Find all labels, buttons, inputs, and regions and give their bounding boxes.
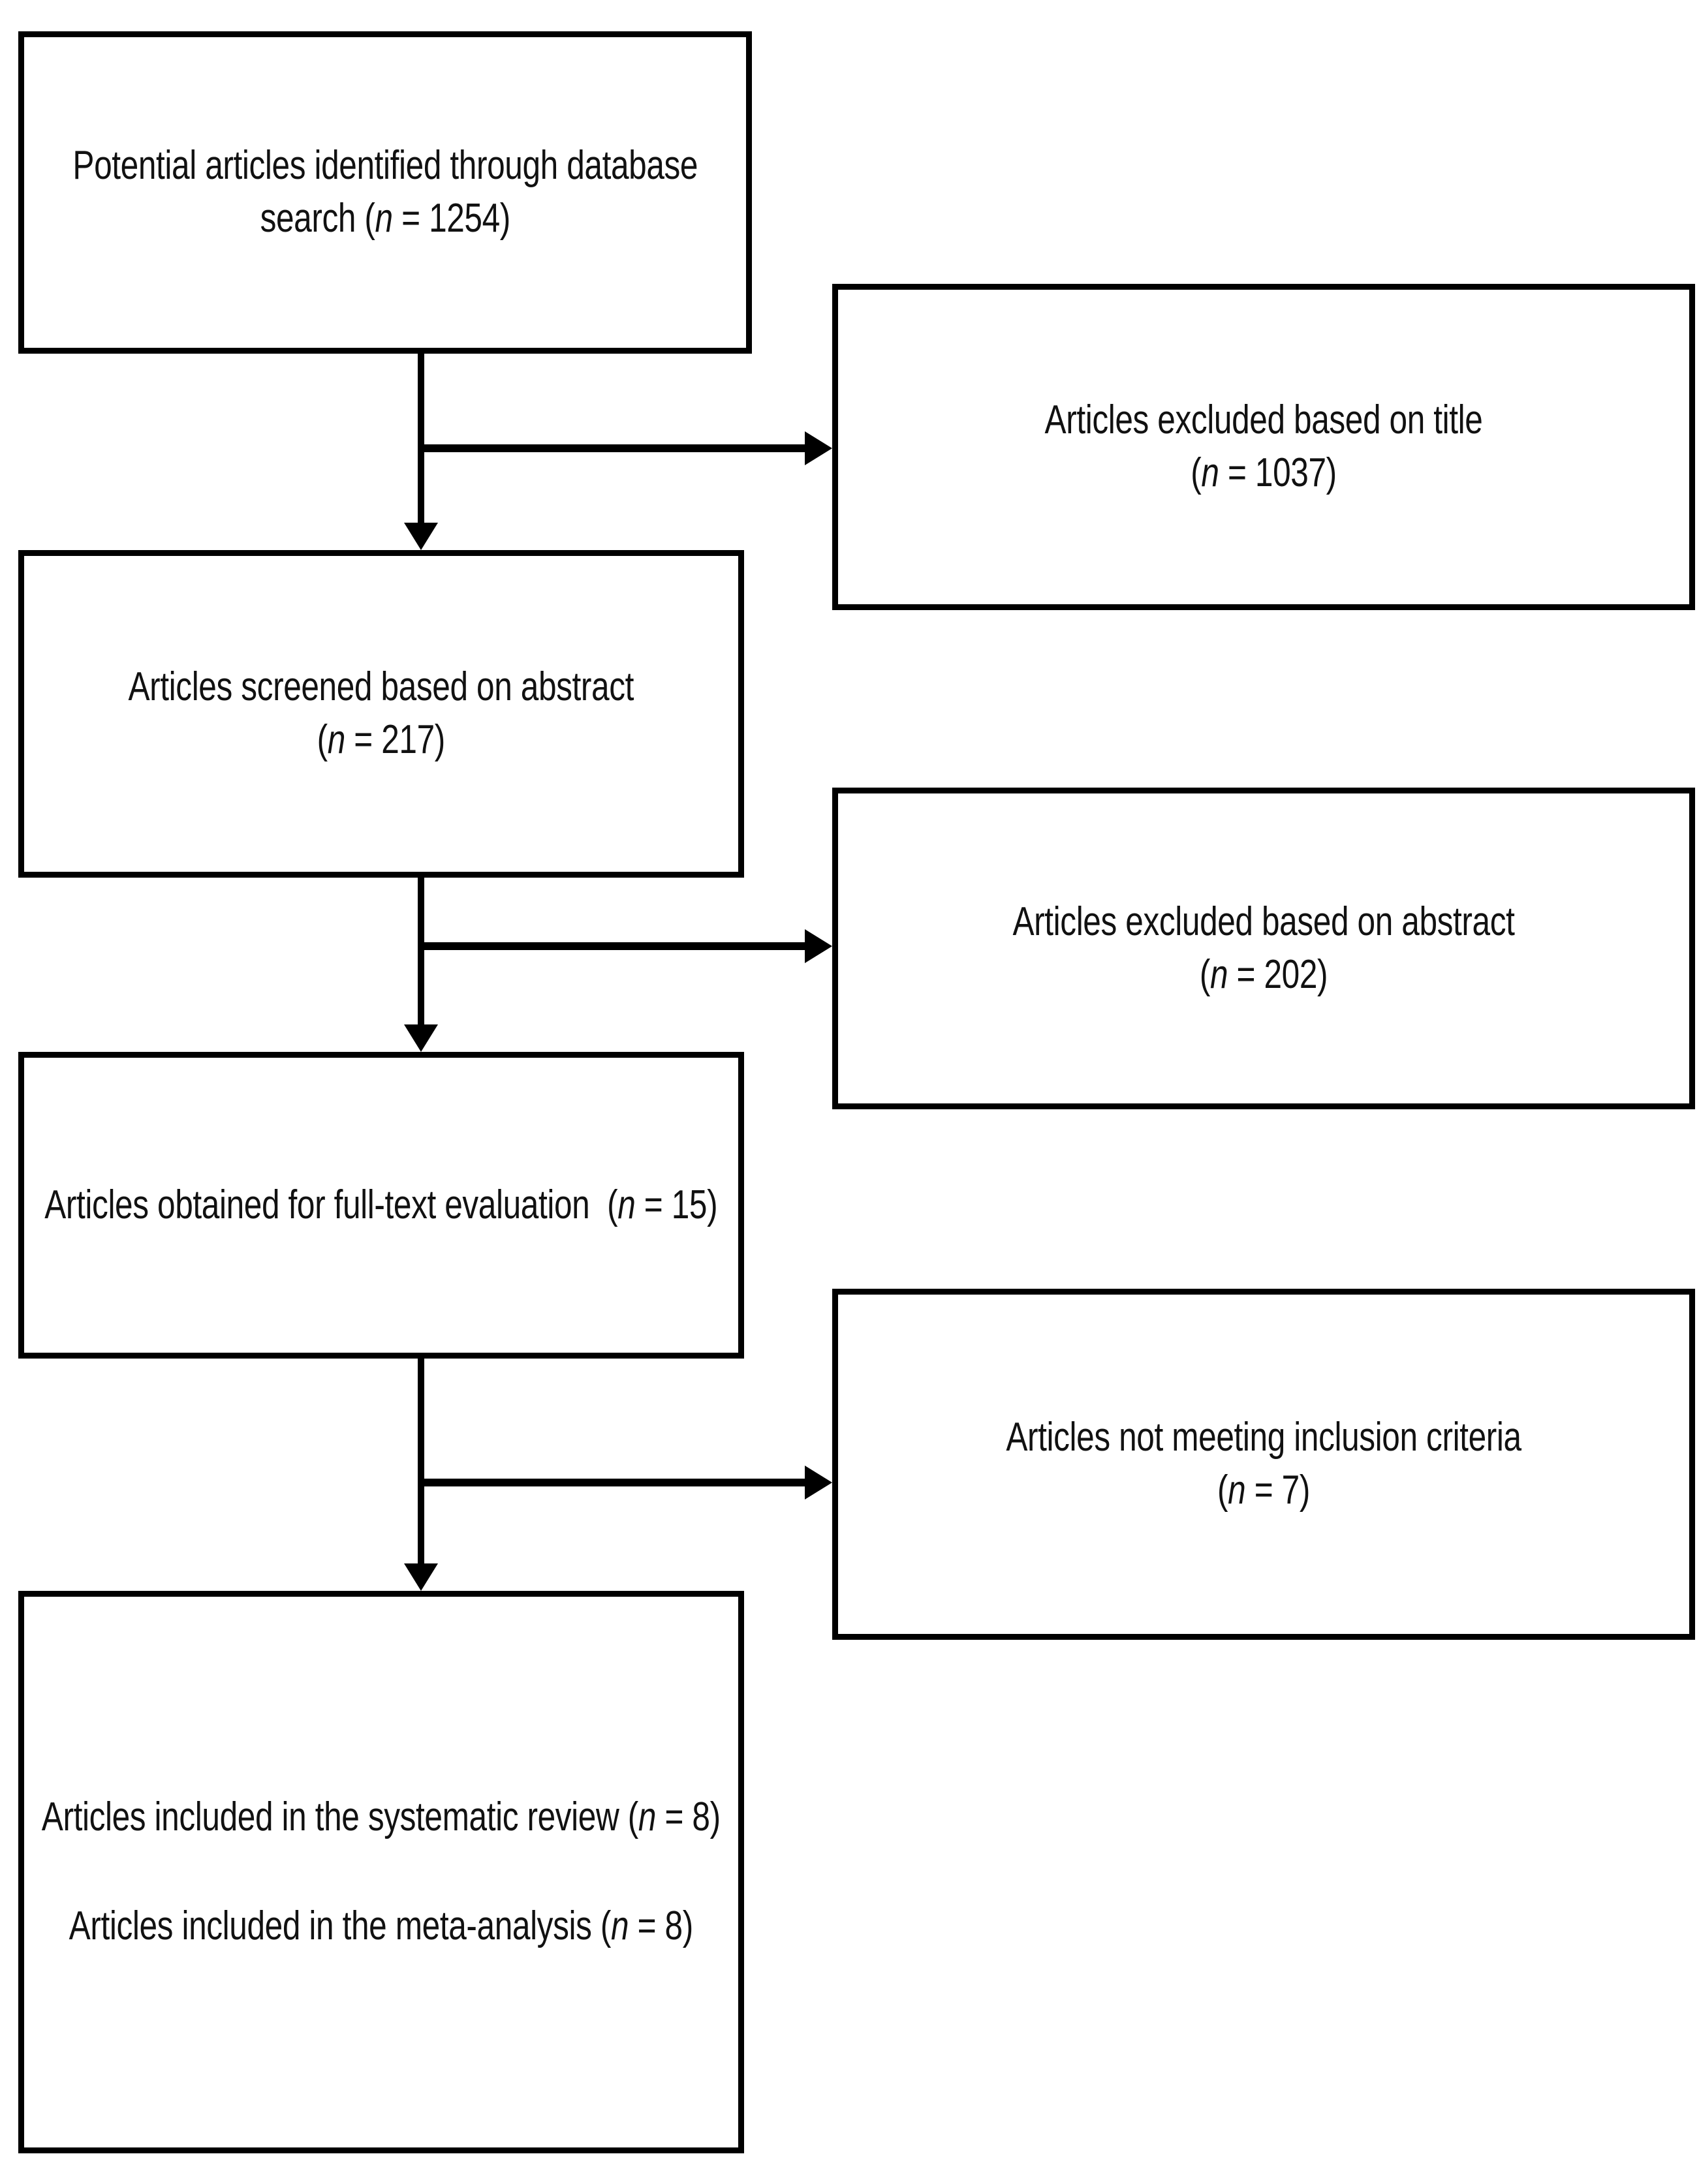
connector-fulltext-to-not-meeting-criteria-arrowhead <box>805 1466 832 1500</box>
connector-screened-to-excluded-abstract-line <box>421 942 813 950</box>
node-text: Potential articles identified through da… <box>72 143 707 241</box>
node-articles-not-meeting-criteria: Articles not meeting inclusion criteria … <box>832 1289 1695 1640</box>
node-text: Articles excluded based on title (n = 10… <box>1044 397 1483 495</box>
connector-screened-to-fulltext-line <box>418 878 424 1026</box>
connector-identified-to-screened-line <box>418 354 424 527</box>
node-text: Articles excluded based on abstract (n =… <box>1012 899 1515 997</box>
connector-fulltext-to-not-meeting-criteria-line <box>421 1479 813 1486</box>
node-articles-excluded-abstract: Articles excluded based on abstract (n =… <box>832 788 1695 1109</box>
node-text: Articles screened based on abstract (n =… <box>128 664 634 762</box>
node-text: Articles obtained for full-text evaluati… <box>44 1182 718 1227</box>
node-articles-screened: Articles screened based on abstract (n =… <box>18 550 744 878</box>
connector-identified-to-excluded-title-arrowhead <box>805 431 832 465</box>
node-text: Articles not meeting inclusion criteria … <box>1006 1415 1521 1513</box>
connector-screened-to-excluded-abstract-arrowhead <box>805 929 832 963</box>
node-articles-fulltext: Articles obtained for full-text evaluati… <box>18 1052 744 1359</box>
node-articles-included: Articles included in the systematic revi… <box>18 1591 744 2153</box>
node-articles-identified: Potential articles identified through da… <box>18 31 752 354</box>
node-text-meta-analysis: Articles included in the meta-analysis (… <box>69 1903 694 1948</box>
connector-fulltext-to-included-arrowhead <box>404 1563 438 1591</box>
node-text-systematic-review: Articles included in the systematic revi… <box>42 1794 721 1840</box>
node-articles-excluded-title: Articles excluded based on title (n = 10… <box>832 284 1695 610</box>
connector-fulltext-to-included-line <box>418 1359 424 1566</box>
connector-identified-to-excluded-title-line <box>421 444 813 452</box>
connector-identified-to-screened-arrowhead <box>404 523 438 550</box>
connector-screened-to-fulltext-arrowhead <box>404 1024 438 1052</box>
